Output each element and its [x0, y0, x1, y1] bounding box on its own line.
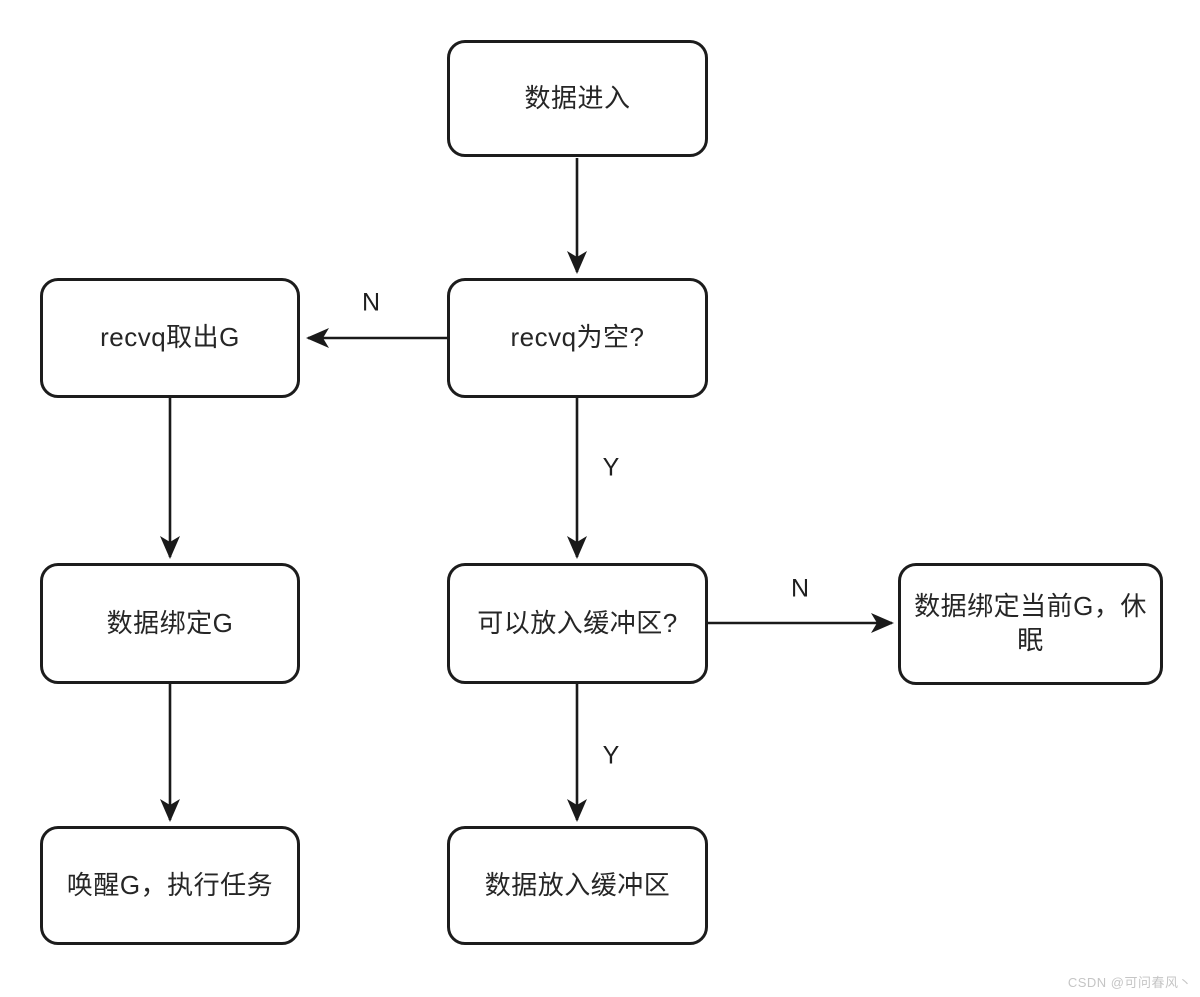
edge-label-recvq-empty-yes: Y — [602, 453, 620, 482]
node-bind-current-g-sleep: 数据绑定当前G，休眠 — [898, 563, 1163, 685]
node-label: 数据放入缓冲区 — [484, 869, 671, 900]
node-can-put-buffer: 可以放入缓冲区? — [447, 563, 708, 684]
node-label: 可以放入缓冲区? — [477, 607, 678, 638]
edge-label-can-buffer-no: N — [790, 574, 810, 603]
edge-label-can-buffer-yes: Y — [602, 741, 620, 770]
node-data-enter: 数据进入 — [447, 40, 708, 157]
node-wake-g-run-task: 唤醒G，执行任务 — [40, 826, 300, 945]
node-recvq-takeout-g: recvq取出G — [40, 278, 300, 398]
node-label: recvq取出G — [100, 322, 240, 353]
node-label: 唤醒G，执行任务 — [66, 869, 274, 900]
node-data-into-buffer: 数据放入缓冲区 — [447, 826, 708, 945]
node-label: 数据进入 — [524, 82, 631, 113]
csdn-watermark: CSDN @可问春风丶 — [1067, 975, 1192, 990]
node-data-bind-g: 数据绑定G — [40, 563, 300, 684]
edge-label-recvq-empty-no: N — [361, 288, 381, 317]
node-label: 数据绑定G — [106, 607, 234, 638]
node-recvq-empty: recvq为空? — [447, 278, 708, 398]
node-label: recvq为空? — [510, 322, 645, 353]
node-label: 数据绑定当前G，休眠 — [914, 591, 1147, 655]
